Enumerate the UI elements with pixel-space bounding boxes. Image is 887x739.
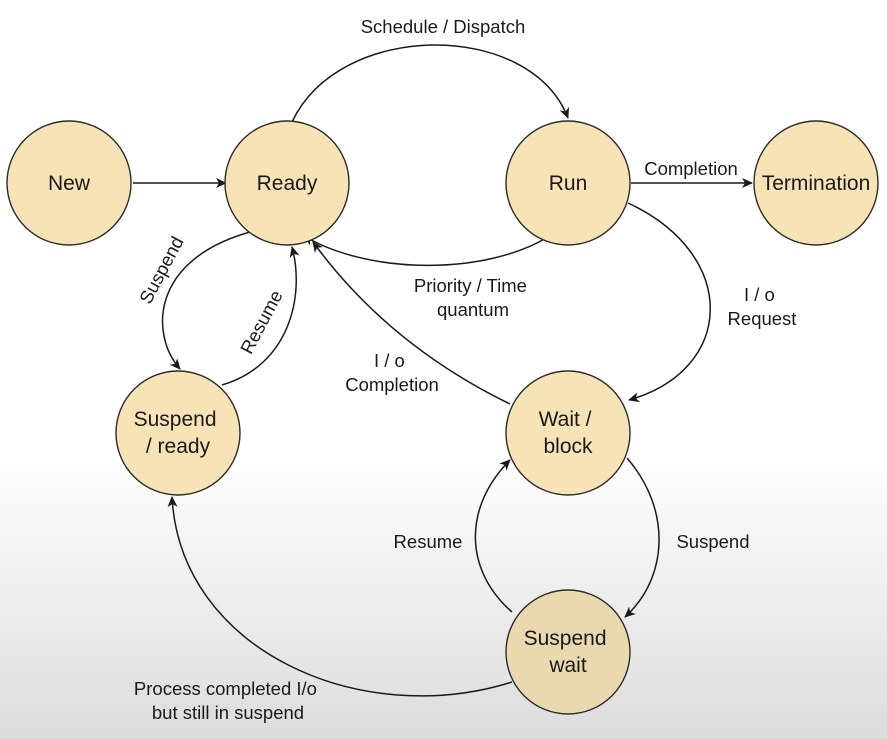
state-label-termination: Termination (762, 172, 871, 195)
state-suspend-ready: Suspend / ready (115, 370, 241, 496)
edge-run-to-ready: Priority / Time quantum (303, 235, 549, 320)
edge-label-completion: Completion (644, 158, 738, 179)
edge-wait-to-suspend-wait: Suspend (624, 457, 750, 618)
state-label-new: New (48, 172, 91, 195)
edge-label-schedule-dispatch: Schedule / Dispatch (361, 16, 526, 37)
edge-label-process-completed: Process completed I/o but still in suspe… (134, 678, 322, 723)
state-label-wait-block: Wait / block (539, 408, 598, 458)
edge-label-suspend-right: Suspend (676, 531, 749, 552)
state-label-suspend-wait: Suspend wait (524, 627, 613, 677)
state-termination: Termination (753, 120, 879, 246)
state-label-ready: Ready (257, 172, 318, 195)
edge-run-to-termination: Completion (631, 158, 753, 188)
state-new: New (6, 120, 132, 246)
edge-label-priority-time-quantum: Priority / Time quantum (414, 275, 532, 320)
state-run: Run (505, 120, 631, 246)
edge-label-resume-bottom: Resume (394, 531, 463, 552)
edge-suspend-wait-to-suspend-ready: Process completed I/o but still in suspe… (134, 496, 513, 723)
state-label-suspend-ready: Suspend / ready (134, 408, 223, 458)
state-label-run: Run (549, 172, 588, 195)
edge-run-to-wait: I / o Request (627, 202, 797, 403)
edge-suspend-wait-to-wait: Resume (394, 459, 513, 613)
edge-wait-to-ready: I / o Completion (312, 241, 511, 405)
state-ready: Ready (224, 120, 350, 246)
edge-ready-to-run: Schedule / Dispatch (291, 16, 570, 123)
edge-label-io-request: I / o Request (728, 284, 797, 329)
state-wait-block: Wait / block (505, 370, 631, 496)
edge-label-io-completion: I / o Completion (345, 350, 439, 395)
state-suspend-wait: Suspend wait (505, 589, 631, 715)
